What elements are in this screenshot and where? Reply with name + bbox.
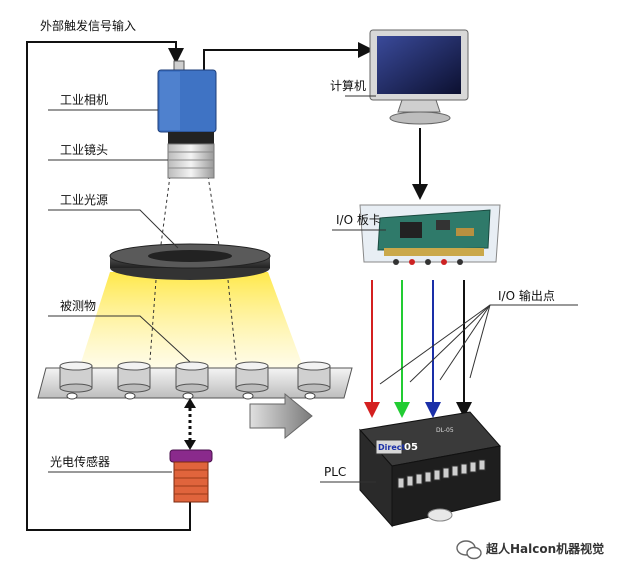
- plc-label: PLC: [324, 465, 346, 479]
- plc-brand: Direct: [378, 443, 405, 452]
- fov-line-right: [207, 175, 221, 253]
- light-leader: [48, 209, 179, 249]
- object-cup: [59, 361, 93, 400]
- plc-terminal: [442, 467, 450, 479]
- plc-terminal: [424, 471, 432, 483]
- object-leader: [48, 315, 191, 363]
- camera-label: 工业相机: [60, 93, 108, 107]
- plc-terminal: [478, 459, 486, 471]
- wechat-icon: [456, 540, 482, 560]
- ring-light: [109, 243, 271, 280]
- monitor-icon: [369, 29, 469, 125]
- object-cup: [175, 361, 209, 400]
- io-card-label: I/O 板卡: [336, 213, 381, 227]
- io-points-label: I/O 输出点: [498, 288, 555, 303]
- sensor-beam-arrow-down: [184, 440, 196, 450]
- circuit-board-icon: [359, 204, 501, 265]
- object-cup: [117, 361, 151, 400]
- plc-small-text: DL-05: [436, 427, 454, 434]
- object-cup: [235, 361, 269, 400]
- io-points-leader-4: [469, 304, 491, 379]
- plc-controller-icon: Direct 05 DL-05: [359, 411, 501, 528]
- object-cup: [297, 361, 331, 400]
- light-label: 工业光源: [60, 193, 108, 207]
- watermark-text: 超人Halcon机器视觉: [485, 541, 604, 556]
- plc-terminal: [460, 463, 468, 475]
- fov-line-right-lower: [227, 279, 237, 361]
- io-points-leader-2: [409, 304, 491, 383]
- industrial-camera: [157, 60, 217, 133]
- computer-label: 计算机: [330, 78, 366, 93]
- fov-line-left-lower: [149, 279, 157, 361]
- io-points-leader-3: [439, 304, 491, 381]
- plc-terminal: [415, 473, 423, 485]
- plc-terminal: [451, 465, 459, 477]
- sensor-beam-arrow-up: [184, 398, 196, 408]
- plc-terminal: [397, 477, 405, 489]
- io-points-leader-1: [379, 304, 491, 385]
- conveyor: [37, 361, 353, 400]
- camera-to-computer-wire: [203, 42, 374, 70]
- fov-line-left: [159, 175, 171, 253]
- plc-terminal: [406, 475, 414, 487]
- plc-terminal: [469, 461, 477, 473]
- sensor-label: 光电传感器: [50, 454, 110, 469]
- industrial-lens: [167, 132, 215, 179]
- photoelectric-sensor: [169, 449, 213, 503]
- object-label: 被测物: [60, 299, 96, 313]
- plc-model: 05: [404, 442, 418, 453]
- conveyor-direction-arrow: [249, 392, 313, 440]
- plc-terminal: [433, 469, 441, 481]
- trigger-input-label: 外部触发信号输入: [40, 18, 136, 33]
- light-glow: [78, 272, 305, 372]
- trigger-signal-wire: [26, 41, 191, 531]
- lens-label: 工业镜头: [60, 142, 108, 157]
